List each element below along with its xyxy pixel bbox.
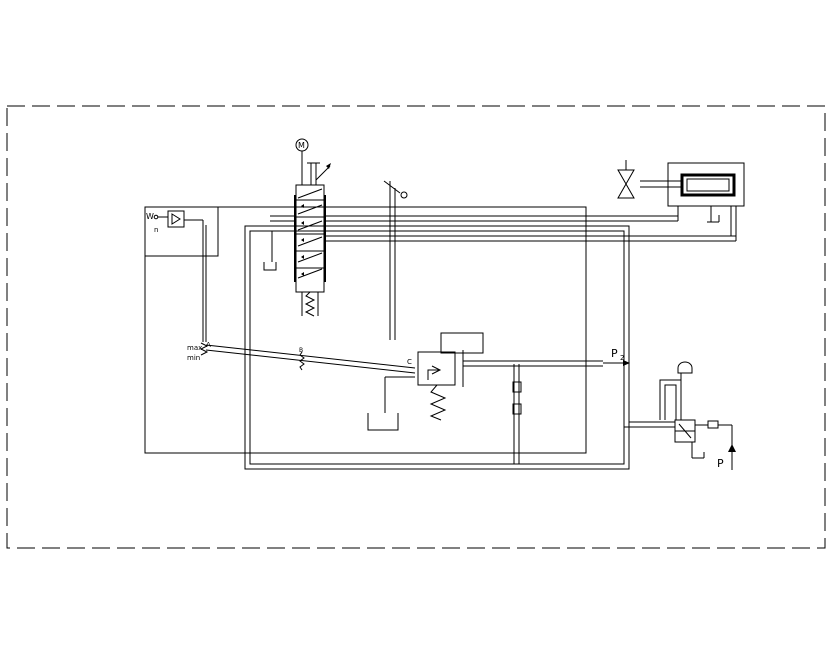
pressure-source: P	[623, 361, 736, 470]
max-label: max	[187, 344, 202, 352]
check-valves	[512, 381, 522, 415]
n-label: n	[154, 226, 158, 234]
amplifier-block	[167, 210, 185, 228]
tank	[367, 413, 399, 431]
drawing-frame	[6, 105, 826, 549]
motor-label: M	[298, 141, 305, 150]
b-label: B	[299, 347, 303, 354]
w-label: W	[146, 212, 154, 221]
p2-label: P	[611, 347, 618, 360]
controller-box: W n	[144, 206, 219, 342]
p2-subscript: 2	[620, 354, 624, 362]
pressure-valve: P 2	[417, 332, 630, 421]
feedback-lever: max min A B C	[187, 341, 416, 378]
c-label: C	[407, 358, 412, 366]
directional-valve: M	[263, 138, 331, 317]
throttle-valve-icon	[617, 169, 635, 199]
actuator	[617, 160, 745, 223]
valve-output-lines	[270, 206, 737, 242]
p-label: P	[717, 457, 724, 470]
amplifier-icon	[171, 213, 181, 225]
min-label: min	[187, 354, 200, 362]
